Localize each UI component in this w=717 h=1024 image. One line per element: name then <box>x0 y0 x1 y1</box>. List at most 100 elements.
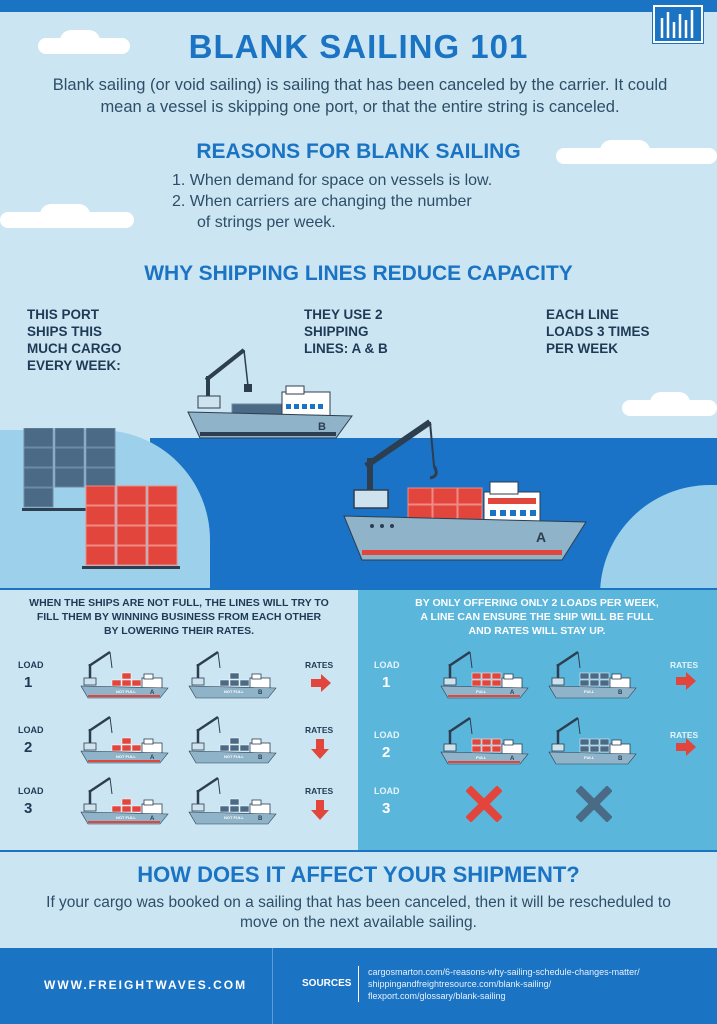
svg-text:NOT FULL: NOT FULL <box>116 754 136 759</box>
ship-icon: NOT FULL B <box>188 650 278 705</box>
arrow-right-icon <box>311 674 331 697</box>
reasons-list: 1. When demand for space on vessels is l… <box>172 170 492 233</box>
svg-text:A: A <box>536 529 546 545</box>
ship-icon: FULL B <box>548 716 638 771</box>
svg-text:A: A <box>150 755 155 761</box>
container-stack-icon <box>22 427 182 579</box>
load-number: 2 <box>382 744 391 761</box>
svg-text:FULL: FULL <box>584 755 595 760</box>
rates-label: RATES <box>305 786 334 796</box>
ship-icon: FULL A <box>440 716 530 771</box>
cloud-icon <box>60 30 100 52</box>
not-full-panel-text: WHEN THE SHIPS ARE NOT FULL, THE LINES W… <box>6 596 352 638</box>
ship-icon: NOT FULL A <box>80 776 170 831</box>
affect-text: If your cargo was booked on a sailing th… <box>46 894 671 931</box>
svg-text:NOT FULL: NOT FULL <box>224 689 244 694</box>
arrow-right-icon <box>676 738 696 761</box>
load-label: LOAD <box>374 730 400 740</box>
ship-icon: NOT FULL A <box>80 715 170 770</box>
ship-a: A <box>342 418 588 575</box>
sources-list: cargosmarton.com/6-reasons-why-sailing-s… <box>368 966 640 1002</box>
svg-text:NOT FULL: NOT FULL <box>224 754 244 759</box>
source-link[interactable]: flexport.com/glossary/blank-sailing <box>368 991 506 1001</box>
crane-icon <box>353 419 438 509</box>
load-label: LOAD <box>374 786 400 796</box>
svg-text:B: B <box>618 756 623 762</box>
ship-icon: NOT FULL A <box>80 650 170 705</box>
svg-text:FULL: FULL <box>584 689 595 694</box>
crane-icon <box>197 348 252 409</box>
arrow-right-icon <box>676 672 696 695</box>
svg-text:NOT FULL: NOT FULL <box>224 815 244 820</box>
svg-text:B: B <box>318 421 326 433</box>
svg-text:A: A <box>510 756 515 762</box>
panel-line: A LINE CAN ENSURE THE SHIP WILL BE FULL <box>420 611 654 623</box>
load-label: LOAD <box>18 725 44 735</box>
capacity-heading: WHY SHIPPING LINES REDUCE CAPACITY <box>144 262 573 285</box>
load-label: LOAD <box>374 660 400 670</box>
reason-item: 2. When carriers are changing the number <box>172 193 472 210</box>
panel-line: BY LOWERING THEIR RATES. <box>103 625 255 637</box>
svg-text:A: A <box>150 690 155 696</box>
rates-label: RATES <box>305 660 334 670</box>
label-line: EVERY WEEK: <box>27 358 121 373</box>
arrow-down-icon <box>311 739 329 764</box>
label-line: LOADS 3 TIMES <box>546 324 650 339</box>
affect-section <box>0 850 717 950</box>
right-load-row-2: LOAD 2 RATES <box>358 720 717 780</box>
sources-label: SOURCES <box>302 978 352 989</box>
reason-item: of strings per week. <box>197 214 336 231</box>
load-number: 2 <box>24 739 33 756</box>
shipping-lines-label: THEY USE 2 SHIPPING LINES: A & B <box>304 306 388 357</box>
cross-icon <box>575 785 613 827</box>
rates-label: RATES <box>670 730 699 740</box>
ship-icon: FULL A <box>440 650 530 705</box>
panel-line: FILL THEM BY WINNING BUSINESS FROM EACH … <box>36 611 322 623</box>
rates-label: RATES <box>305 725 334 735</box>
cross-icon <box>465 785 503 827</box>
load-number: 3 <box>24 800 33 817</box>
svg-text:A: A <box>510 690 515 696</box>
svg-text:B: B <box>258 755 263 761</box>
label-line: LINES: A & B <box>304 341 388 356</box>
label-line: SHIPPING <box>304 324 369 339</box>
svg-text:NOT FULL: NOT FULL <box>116 689 136 694</box>
reasons-heading: REASONS FOR BLANK SAILING <box>196 140 521 163</box>
full-panel <box>358 588 717 852</box>
left-load-row-1: LOAD 1 RATES <box>0 650 358 710</box>
cloud-icon <box>40 204 90 226</box>
right-load-row-1: LOAD 1 RATES <box>358 650 717 710</box>
port-cargo-label: THIS PORT SHIPS THIS MUCH CARGO EVERY WE… <box>27 306 122 374</box>
panel-line: AND RATES WILL STAY UP. <box>468 625 606 637</box>
load-number: 1 <box>382 674 391 691</box>
panel-line: WHEN THE SHIPS ARE NOT FULL, THE LINES W… <box>29 597 329 609</box>
svg-text:B: B <box>258 816 263 822</box>
not-full-panel <box>0 588 358 852</box>
ship-icon: NOT FULL B <box>188 776 278 831</box>
rates-label: RATES <box>670 660 699 670</box>
loads-per-week-label: EACH LINE LOADS 3 TIMES PER WEEK <box>546 306 650 357</box>
svg-text:B: B <box>618 690 623 696</box>
ship-icon: FULL B <box>548 650 638 705</box>
page-title: BLANK SAILING 101 <box>188 28 529 65</box>
load-label: LOAD <box>18 660 44 670</box>
label-line: SHIPS THIS <box>27 324 103 339</box>
label-line: THEY USE 2 <box>304 307 383 322</box>
cloud-icon <box>650 392 690 414</box>
freightwaves-link[interactable]: WWW.FREIGHTWAVES.COM <box>44 978 248 992</box>
svg-text:B: B <box>258 690 263 696</box>
right-load-row-3: LOAD 3 <box>358 776 717 836</box>
svg-text:NOT FULL: NOT FULL <box>116 815 136 820</box>
svg-text:FULL: FULL <box>476 689 487 694</box>
top-bar <box>0 0 717 12</box>
label-line: MUCH CARGO <box>27 341 122 356</box>
svg-text:A: A <box>150 816 155 822</box>
source-link[interactable]: shippingandfreightresource.com/blank-sai… <box>368 979 552 989</box>
label-line: EACH LINE <box>546 307 619 322</box>
source-link[interactable]: cargosmarton.com/6-reasons-why-sailing-s… <box>368 967 640 977</box>
full-panel-text: BY ONLY OFFERING ONLY 2 LOADS PER WEEK, … <box>364 596 710 638</box>
ship-icon: NOT FULL B <box>188 715 278 770</box>
footer-divider <box>272 948 273 1024</box>
left-load-row-3: LOAD 3 RATES <box>0 776 358 836</box>
load-number: 1 <box>24 674 33 691</box>
